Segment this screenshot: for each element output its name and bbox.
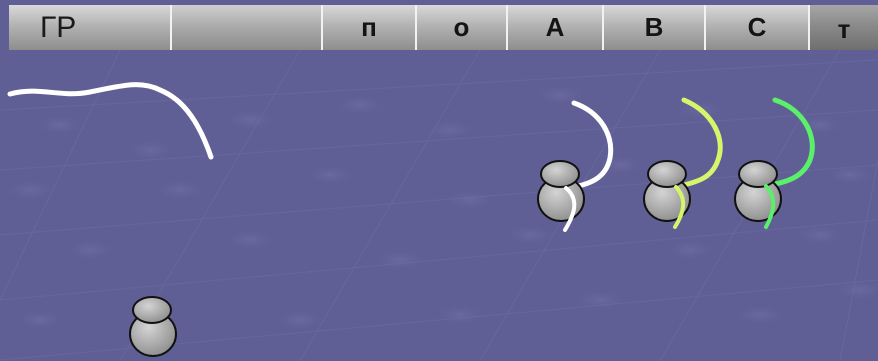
ribosome-with-yellow-green-strand — [644, 100, 720, 227]
mrna-strand — [10, 85, 211, 157]
ribosome — [130, 297, 176, 356]
ribosome-with-green-strand — [735, 100, 812, 227]
ribosome-with-white-strand — [538, 103, 611, 230]
